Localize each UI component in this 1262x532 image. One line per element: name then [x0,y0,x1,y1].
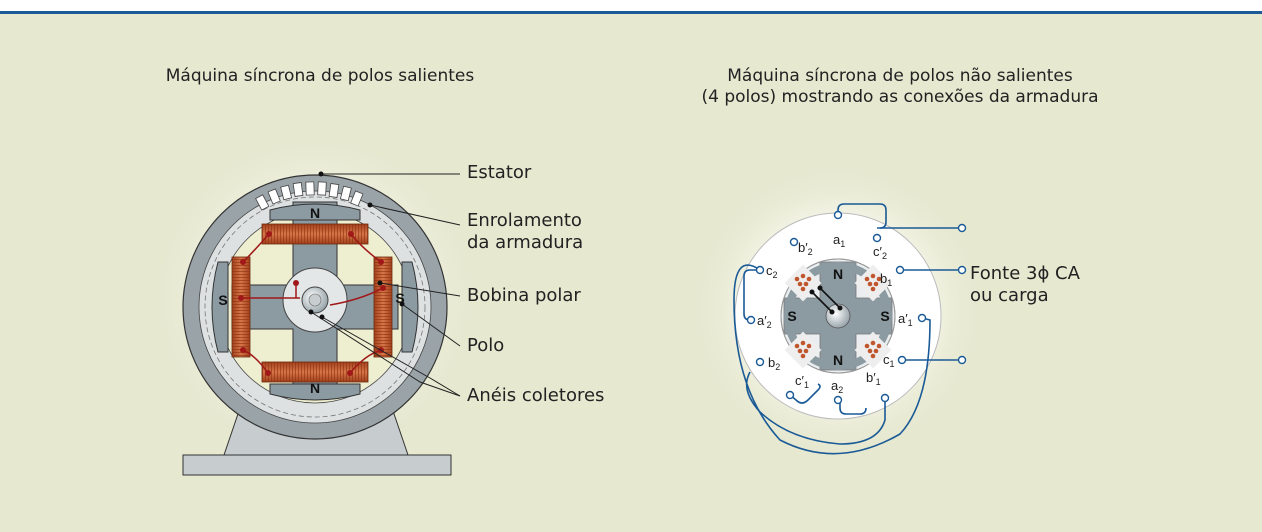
callout-fonte-line-2: ou carga [970,285,1049,306]
non-salient-machine: N N S S [688,160,988,460]
top-rule [0,11,1262,14]
pole-shoe-bottom [269,383,361,401]
field-coil-top-turns [262,224,368,244]
pole-shoe-top [269,203,361,221]
rotor-wiring [811,287,841,313]
field-coil-left-turns [232,257,250,357]
callout-enrolamento-line-1: Enrolamento [467,210,582,231]
pole-shoe-right [401,261,419,353]
terminal-b1-prime: b′1 [866,370,881,387]
terminal-a2-prime: a′2 [757,313,772,330]
terminal-c2-prime: c′2 [873,244,887,261]
left-diagram-title: Máquina síncrona de polos salientes [165,66,475,86]
rotor-edge [780,258,896,374]
terminal-rings [746,210,967,405]
field-coil-right-turns [374,257,392,357]
callout-enrolamento: Enrolamento da armadura [467,210,583,254]
pole-label-right: S [395,290,404,306]
callout-polo: Polo [467,335,505,356]
pole-label-top-right: N [833,266,843,282]
terminal-c1: c1 [883,352,895,369]
callout-enrolamento-line-2: da armadura [467,232,584,253]
terminal-b1: b1 [880,271,892,288]
stator-slots [255,181,364,211]
pole-label-right-right: S [880,308,889,324]
terminal-b2-prime: b′2 [798,240,813,257]
terminal-a2: a2 [831,378,843,395]
pole-shoe-left [211,261,229,353]
terminal-c1-prime: c′1 [795,373,809,390]
terminal-c2: c2 [766,263,778,280]
rotor-wiring-dots [809,285,843,315]
callout-aneis-coletores: Anéis coletores [467,385,605,406]
field-wiring [241,233,384,374]
pole-label-left-right: S [787,308,796,324]
callout-estator: Estator [467,162,532,183]
rotor-rim [784,262,892,370]
rotor-coil-slots [784,264,892,369]
salient-pole-machine: N N S S [150,132,480,476]
pole-label-left: S [218,292,227,308]
right-title-line-2: (4 polos) mostrando as conexões da armad… [701,87,1099,107]
callout-fonte-line-1: Fonte 3ϕ CA [970,263,1080,284]
terminal-a1-prime: a′1 [898,311,913,328]
callout-leaders [310,173,461,397]
callout-fonte: Fonte 3ϕ CA ou carga [970,263,1080,307]
right-diagram-title: Máquina síncrona de polos não salientes … [690,66,1110,108]
callout-dots [308,171,405,320]
rotor-coil-conductors [794,273,882,359]
armature-wiring [733,203,960,455]
pole-label-bottom-right: N [833,352,843,368]
armature-winding [204,196,426,418]
pole-label-bottom: N [310,380,320,396]
terminal-b2: b2 [768,355,780,372]
right-title-line-1: Máquina síncrona de polos não salientes [727,66,1073,86]
terminal-a1: a1 [833,232,845,249]
callout-bobina-polar: Bobina polar [467,285,581,306]
pole-label-top: N [310,205,320,221]
shaft-center [308,293,322,307]
machine-base [182,454,452,476]
field-coil-bottom-turns [262,362,368,382]
